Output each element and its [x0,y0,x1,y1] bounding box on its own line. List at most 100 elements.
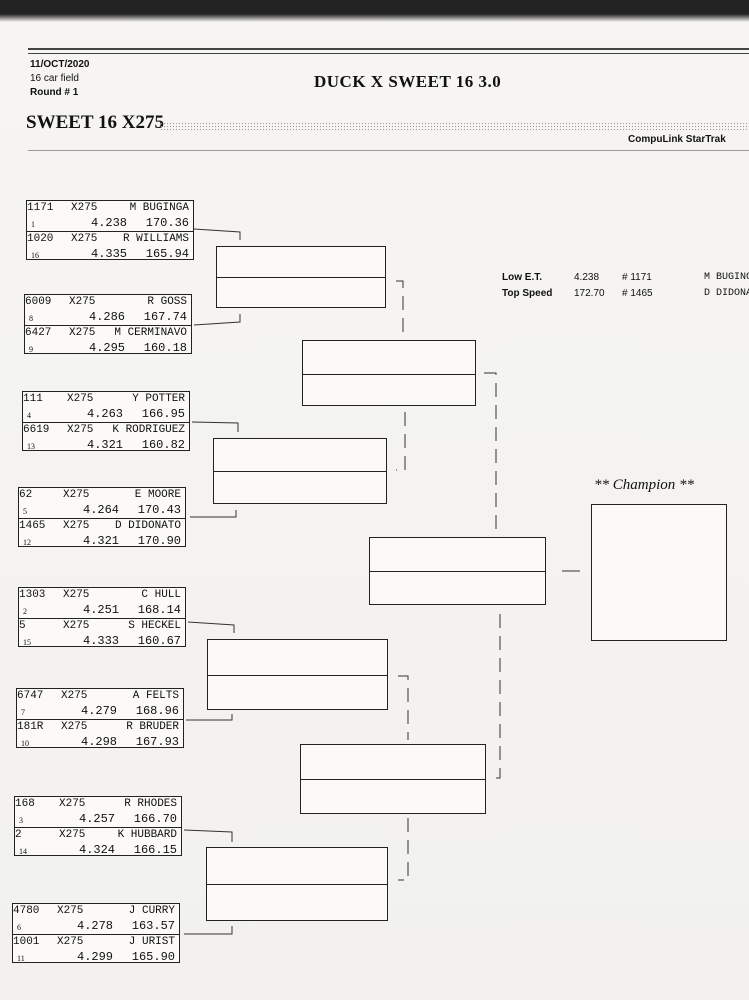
connector-line [186,714,233,721]
connector-line [396,280,404,335]
field-size: 16 car field [30,73,79,84]
driver-name: Y POTTER [132,393,185,405]
elapsed-time: 4.321 [87,438,124,452]
driver-name: R RHODES [124,798,177,810]
car-number: 6427 [25,327,52,339]
dotted-band [160,122,749,130]
stat-label: Low E.T. [502,272,542,283]
connector-line [187,621,235,633]
stat-value: 4.238 [574,272,600,283]
car-number: 111 [23,393,43,405]
trap-speed: 165.94 [145,247,189,261]
car-number: 6747 [17,690,44,702]
elapsed-time: 4.299 [77,950,114,964]
car-number: 168 [15,798,35,810]
car-number: 1465 [19,520,46,532]
elapsed-time: 4.298 [81,735,118,749]
champion-label: ** Champion ** [594,477,695,493]
car-class: X275 [61,721,88,733]
car-number: 62 [19,489,33,501]
car-class: X275 [59,829,86,841]
seed-number: 8 [29,314,33,323]
top-rule [28,48,749,50]
connector-line [396,412,406,471]
trap-speed: 165.90 [131,950,175,964]
trap-speed: 167.93 [135,735,179,749]
seed-number: 15 [23,638,31,647]
car-class: X275 [69,327,96,339]
driver-name: M CERMINAVO [114,327,187,339]
stat-driver: M BUGINGA [704,272,749,283]
driver-name: J CURRY [128,905,175,917]
car-class: X275 [69,296,96,308]
elapsed-time: 4.286 [89,310,126,324]
header-underline [28,150,749,151]
driver-name: M BUGINGA [129,202,189,214]
driver-name: D DIDONATO [114,520,181,532]
top-rule-thin [28,53,749,54]
seed-number: 1 [31,220,35,229]
connector-line [398,675,409,740]
trap-speed: 166.95 [141,407,185,421]
stat-car: # 1171 [622,272,652,283]
event-date: 11/OCT/2020 [30,59,90,70]
seed-number: 10 [21,739,29,748]
trap-speed: 160.18 [143,341,187,355]
seed-number: 12 [23,538,31,547]
car-class: X275 [63,620,90,632]
elapsed-time: 4.263 [87,407,124,421]
seed-number: 4 [27,411,31,420]
car-class: X275 [57,905,84,917]
driver-name: K HUBBARD [117,829,177,841]
stat-value: 172.70 [574,288,605,299]
seed-number: 5 [23,507,27,516]
elapsed-time: 4.257 [79,812,116,826]
driver-name: C HULL [141,589,181,601]
trap-speed: 167.74 [143,310,187,324]
driver-name: R BRUDER [126,721,179,733]
trap-speed: 170.43 [137,503,181,517]
elapsed-time: 4.333 [83,634,120,648]
car-number: 181R [17,721,44,733]
driver-name: R WILLIAMS [122,233,189,245]
car-number: 6009 [25,296,52,308]
seed-number: 14 [19,847,27,856]
seed-number: 3 [19,816,23,825]
class-title: SWEET 16 X275 [26,112,164,133]
trap-speed: 168.96 [135,704,179,718]
seed-number: 7 [21,708,25,717]
trap-speed: 163.57 [131,919,175,933]
stat-label: Top Speed [502,288,553,299]
car-number: 6619 [23,424,50,436]
car-class: X275 [71,202,98,214]
car-class: X275 [71,233,98,245]
car-class: X275 [57,936,84,948]
trap-speed: 168.14 [137,603,181,617]
driver-name: K RODRIGUEZ [112,424,185,436]
car-number: 4780 [13,905,40,917]
seed-number: 9 [29,345,33,354]
seed-number: 11 [17,954,25,963]
semifinal-box [300,744,486,814]
brand-label: CompuLink StarTrak [628,134,726,145]
connector-line [183,829,233,842]
trap-speed: 160.82 [141,438,185,452]
event-info: 11/OCT/2020 16 car field Round # 1 [30,58,89,100]
connector-line [492,614,501,779]
car-number: 1171 [27,202,54,214]
elapsed-time: 4.238 [91,216,128,230]
elapsed-time: 4.295 [89,341,126,355]
champion-box [591,504,727,641]
